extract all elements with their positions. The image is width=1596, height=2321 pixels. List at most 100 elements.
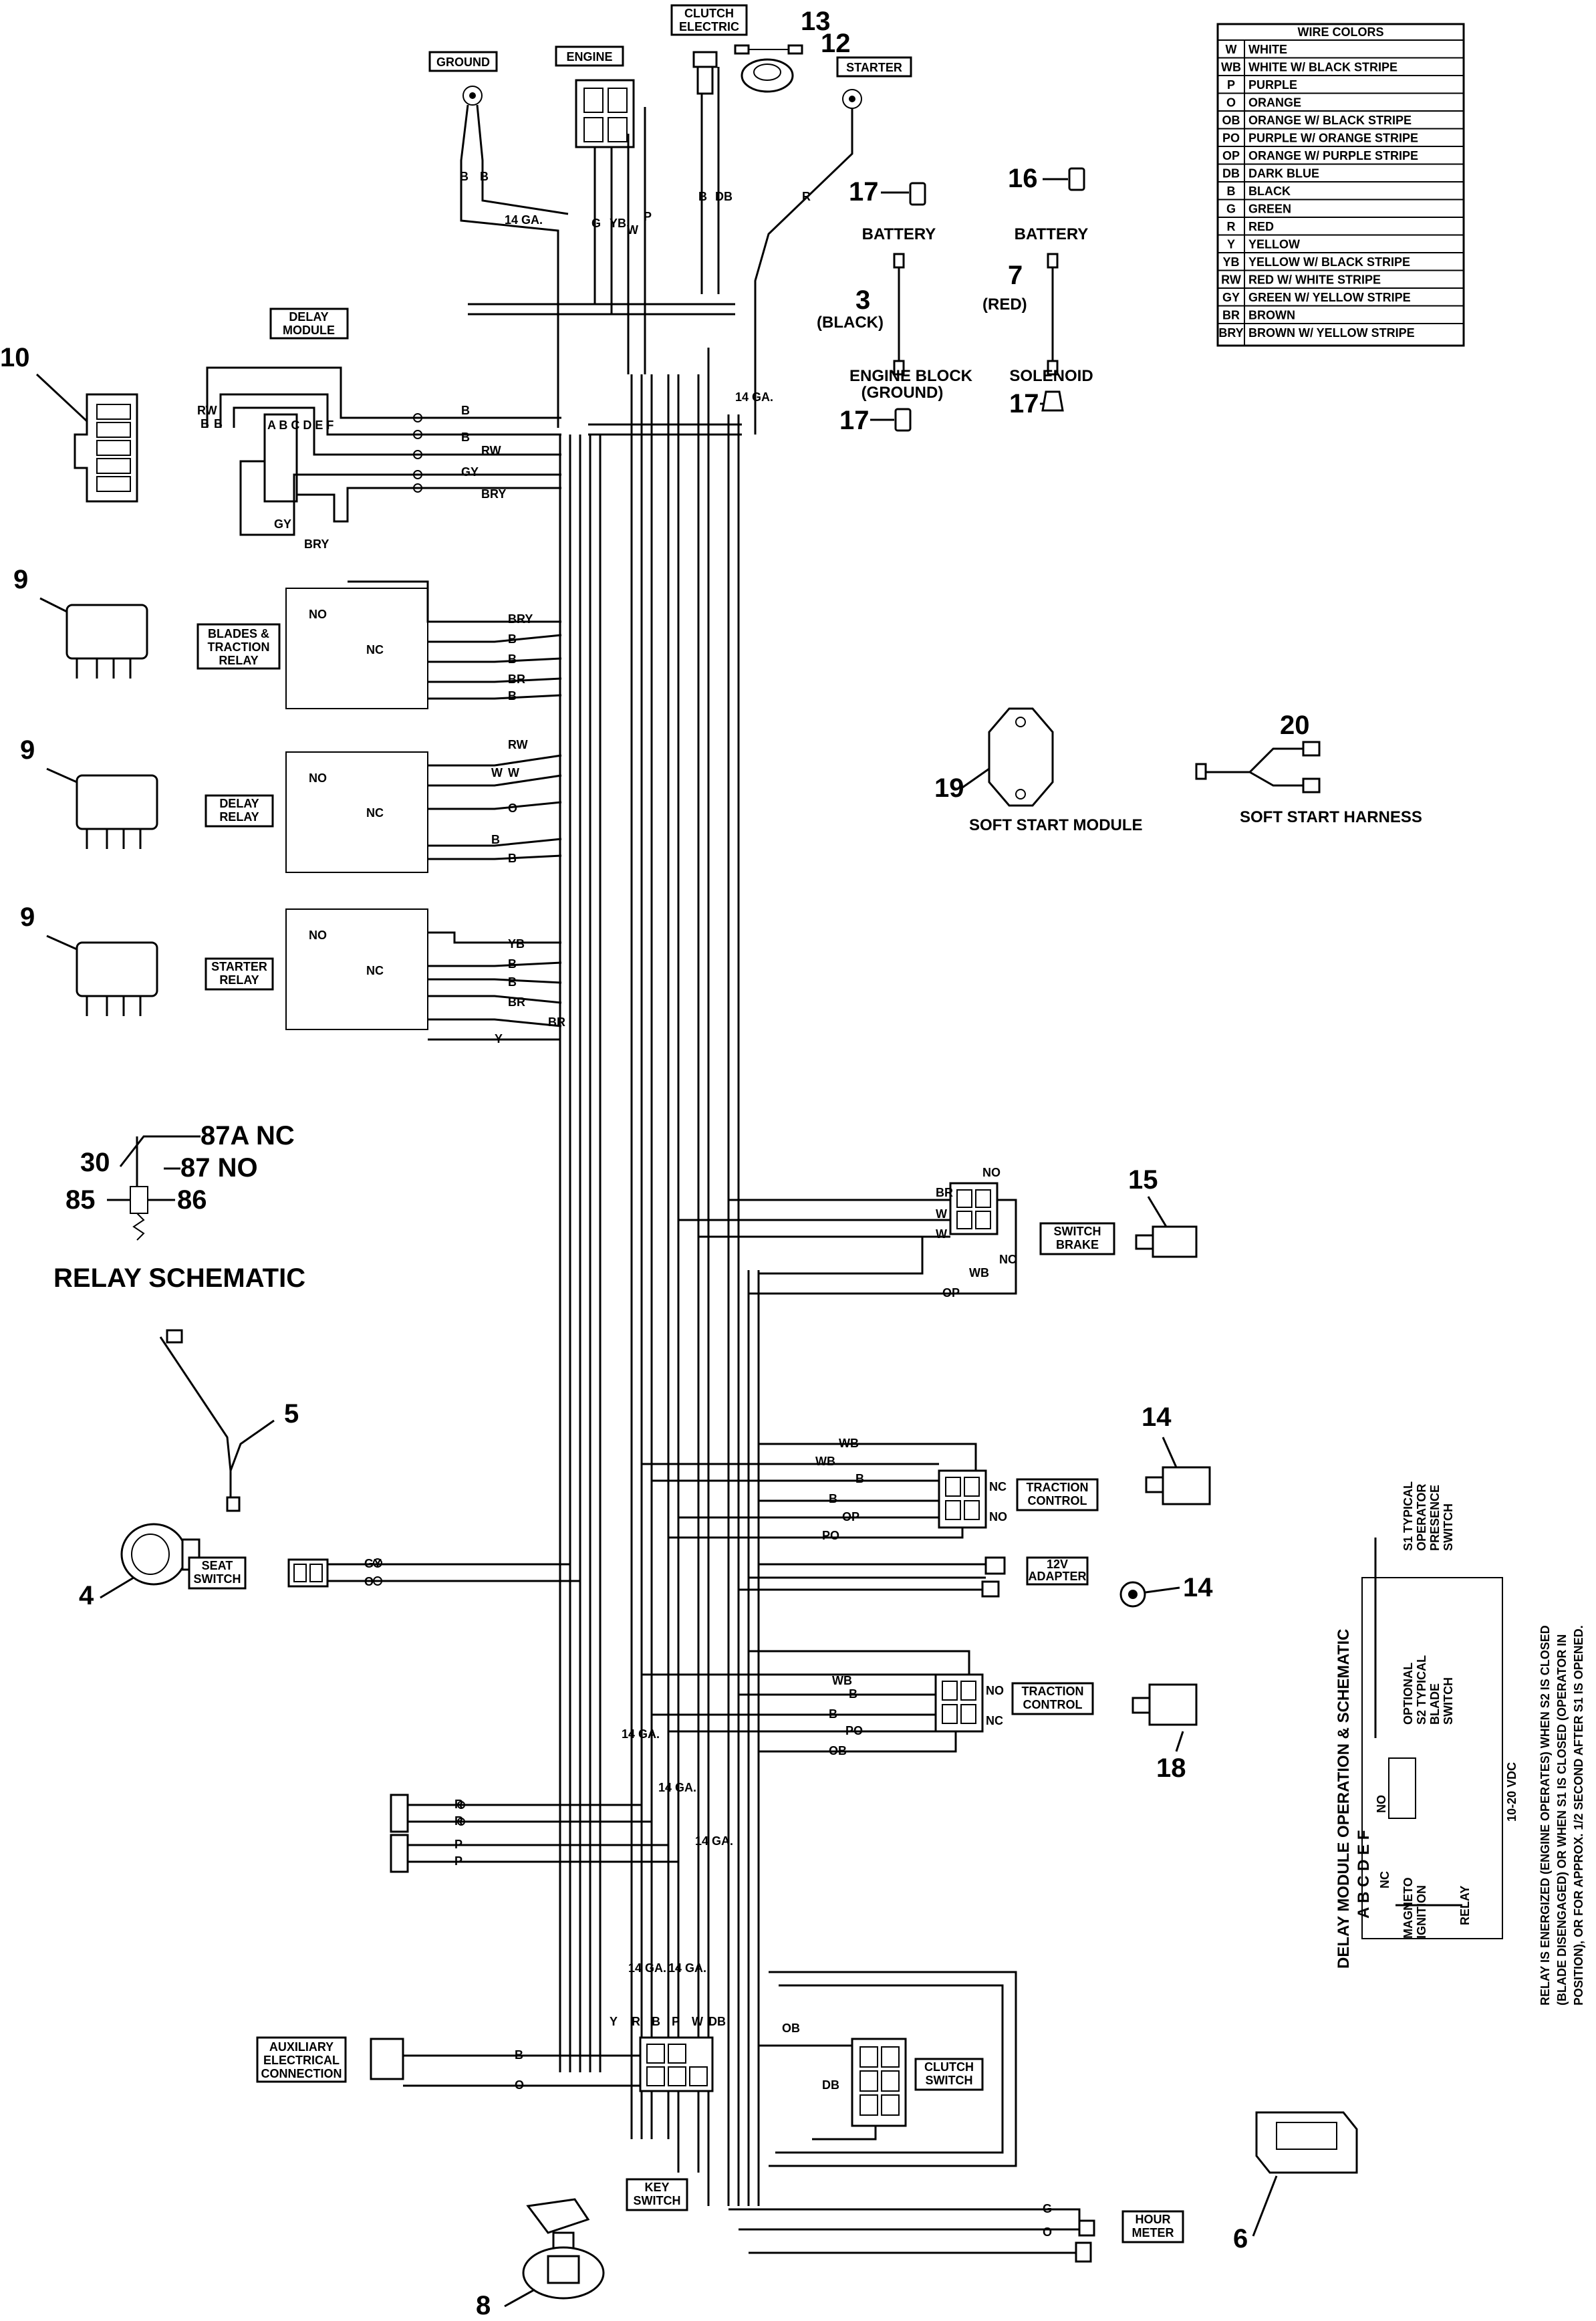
svg-text:TRACTION: TRACTION bbox=[208, 640, 270, 654]
starter-relay: 9 STARTER RELAY YB B B BR BR Y NC NO bbox=[20, 902, 565, 1046]
svg-text:SWITCH: SWITCH bbox=[194, 1572, 241, 1586]
rp-connectors: R R P P 14 GA. 14 GA. 14 GA. bbox=[390, 1727, 733, 1873]
svg-text:B: B bbox=[508, 689, 517, 703]
wire-color-name: ORANGE W/ BLACK STRIPE bbox=[1248, 114, 1412, 127]
clutch-electric-connector: CLUTCH ELECTRIC B DB bbox=[670, 4, 748, 294]
svg-text:P: P bbox=[454, 1854, 462, 1868]
svg-text:METER: METER bbox=[1132, 2226, 1174, 2239]
relay-schematic: 87A NC 30 87 NO 85 86 RELAY SCHEMATIC bbox=[53, 1121, 305, 1293]
clutch-electric-part: 13 12 bbox=[734, 7, 851, 93]
wire-color-name: DARK BLUE bbox=[1248, 167, 1319, 180]
engine-connector: ENGINE G YB W P bbox=[555, 45, 652, 374]
svg-text:NC: NC bbox=[999, 1253, 1017, 1266]
svg-text:B: B bbox=[201, 417, 209, 431]
svg-text:B: B bbox=[855, 1472, 864, 1485]
svg-text:17: 17 bbox=[849, 177, 879, 207]
svg-text:TRACTION: TRACTION bbox=[1022, 1685, 1084, 1698]
svg-text:GROUND: GROUND bbox=[436, 55, 490, 69]
svg-text:BLADE: BLADE bbox=[1428, 1683, 1442, 1725]
svg-text:ELECTRIC: ELECTRIC bbox=[679, 20, 739, 33]
svg-text:G: G bbox=[1043, 2202, 1052, 2215]
svg-text:NO: NO bbox=[1375, 1795, 1388, 1813]
svg-text:86: 86 bbox=[177, 1185, 207, 1215]
svg-text:9: 9 bbox=[20, 735, 35, 765]
svg-text:NO: NO bbox=[986, 1684, 1004, 1697]
part-6-switch: 6 bbox=[1233, 2111, 1358, 2253]
wire-color-code: DB bbox=[1222, 167, 1240, 180]
svg-text:10-20 VDC: 10-20 VDC bbox=[1505, 1762, 1518, 1822]
svg-text:OB: OB bbox=[782, 2022, 800, 2035]
svg-text:SWITCH: SWITCH bbox=[1442, 1503, 1455, 1551]
svg-text:DB: DB bbox=[822, 2078, 839, 2092]
svg-text:Y: Y bbox=[610, 2015, 618, 2028]
svg-text:20: 20 bbox=[1280, 711, 1310, 740]
svg-text:(BLADE DISENGAGED) OR WHEN S1: (BLADE DISENGAGED) OR WHEN S1 IS CLOSED … bbox=[1555, 1634, 1569, 2005]
svg-text:BRY: BRY bbox=[304, 537, 329, 551]
switch-brake: BR W W WB OP NO NC SWITCH BRAKE 15 bbox=[678, 1165, 1198, 1300]
svg-text:NC: NC bbox=[366, 806, 384, 820]
wire-color-code: Y bbox=[1227, 238, 1235, 251]
wire-color-name: YELLOW bbox=[1248, 238, 1300, 251]
svg-text:8: 8 bbox=[476, 2291, 491, 2320]
delay-module: 10 DELAY MODULE A B C D E F RW B B GY BR… bbox=[0, 308, 561, 551]
svg-text:S1 TYPICAL: S1 TYPICAL bbox=[1402, 1481, 1415, 1551]
svg-text:MODULE: MODULE bbox=[283, 324, 335, 337]
svg-text:W: W bbox=[508, 766, 519, 779]
svg-text:RELAY: RELAY bbox=[219, 973, 259, 987]
svg-text:14 GA.: 14 GA. bbox=[658, 1781, 696, 1794]
wire-color-name: BROWN bbox=[1248, 309, 1295, 322]
svg-text:SOFT START MODULE: SOFT START MODULE bbox=[969, 816, 1143, 834]
svg-text:DELAY: DELAY bbox=[289, 310, 328, 324]
wire-color-code: WB bbox=[1221, 61, 1241, 74]
svg-text:P: P bbox=[672, 2015, 680, 2028]
svg-text:W: W bbox=[627, 223, 638, 237]
svg-text:B: B bbox=[508, 957, 517, 971]
svg-text:ENGINE: ENGINE bbox=[566, 50, 612, 64]
wire-color-code: RW bbox=[1221, 273, 1241, 287]
svg-text:W: W bbox=[692, 2015, 703, 2028]
svg-text:BR: BR bbox=[936, 1186, 953, 1199]
svg-text:DB: DB bbox=[715, 190, 733, 203]
svg-text:14 GA.: 14 GA. bbox=[628, 1961, 666, 1975]
wire-color-name: RED bbox=[1248, 220, 1274, 233]
svg-text:DELAY: DELAY bbox=[219, 797, 259, 810]
svg-text:B: B bbox=[461, 404, 470, 417]
svg-text:BATTERY: BATTERY bbox=[862, 225, 936, 243]
svg-text:BR: BR bbox=[548, 1015, 565, 1029]
svg-text:TRACTION: TRACTION bbox=[1027, 1481, 1089, 1494]
wire-color-name: BLACK bbox=[1248, 185, 1291, 198]
svg-text:YB: YB bbox=[508, 937, 525, 951]
svg-text:B: B bbox=[508, 975, 517, 989]
svg-text:WB: WB bbox=[832, 1674, 852, 1687]
svg-text:P: P bbox=[644, 210, 652, 223]
svg-text:B: B bbox=[652, 2015, 660, 2028]
svg-text:85: 85 bbox=[65, 1185, 96, 1215]
wire-color-code: OP bbox=[1222, 149, 1240, 162]
svg-text:SWITCH: SWITCH bbox=[926, 2074, 973, 2087]
svg-text:NO: NO bbox=[989, 1510, 1007, 1523]
svg-text:SOLENOID: SOLENOID bbox=[1009, 367, 1093, 385]
wire-color-name: PURPLE W/ ORANGE STRIPE bbox=[1248, 132, 1418, 145]
svg-text:G: G bbox=[591, 217, 601, 230]
svg-text:WB: WB bbox=[815, 1455, 835, 1468]
wire-color-code: YB bbox=[1222, 255, 1239, 269]
svg-text:A B C D E F: A B C D E F bbox=[1355, 1830, 1373, 1919]
svg-text:14: 14 bbox=[1142, 1402, 1172, 1432]
wire-color-name: GREEN bbox=[1248, 203, 1291, 216]
svg-text:AUXILIARY: AUXILIARY bbox=[269, 2040, 334, 2054]
svg-text:9: 9 bbox=[13, 565, 28, 594]
svg-text:6: 6 bbox=[1233, 2224, 1248, 2253]
svg-text:B: B bbox=[849, 1687, 857, 1701]
wire-color-code: GY bbox=[1222, 291, 1240, 304]
svg-text:OP: OP bbox=[942, 1286, 960, 1300]
svg-text:PO: PO bbox=[845, 1724, 863, 1737]
svg-text:RW: RW bbox=[481, 444, 501, 457]
svg-text:CLUTCH: CLUTCH bbox=[924, 2060, 974, 2074]
svg-text:BATTERY: BATTERY bbox=[1015, 225, 1089, 243]
svg-text:SWITCH: SWITCH bbox=[1442, 1677, 1455, 1725]
svg-text:19: 19 bbox=[934, 773, 964, 803]
svg-text:16: 16 bbox=[1008, 164, 1038, 193]
wire-color-name: BROWN W/ YELLOW STRIPE bbox=[1248, 326, 1415, 340]
svg-text:B: B bbox=[480, 170, 489, 183]
